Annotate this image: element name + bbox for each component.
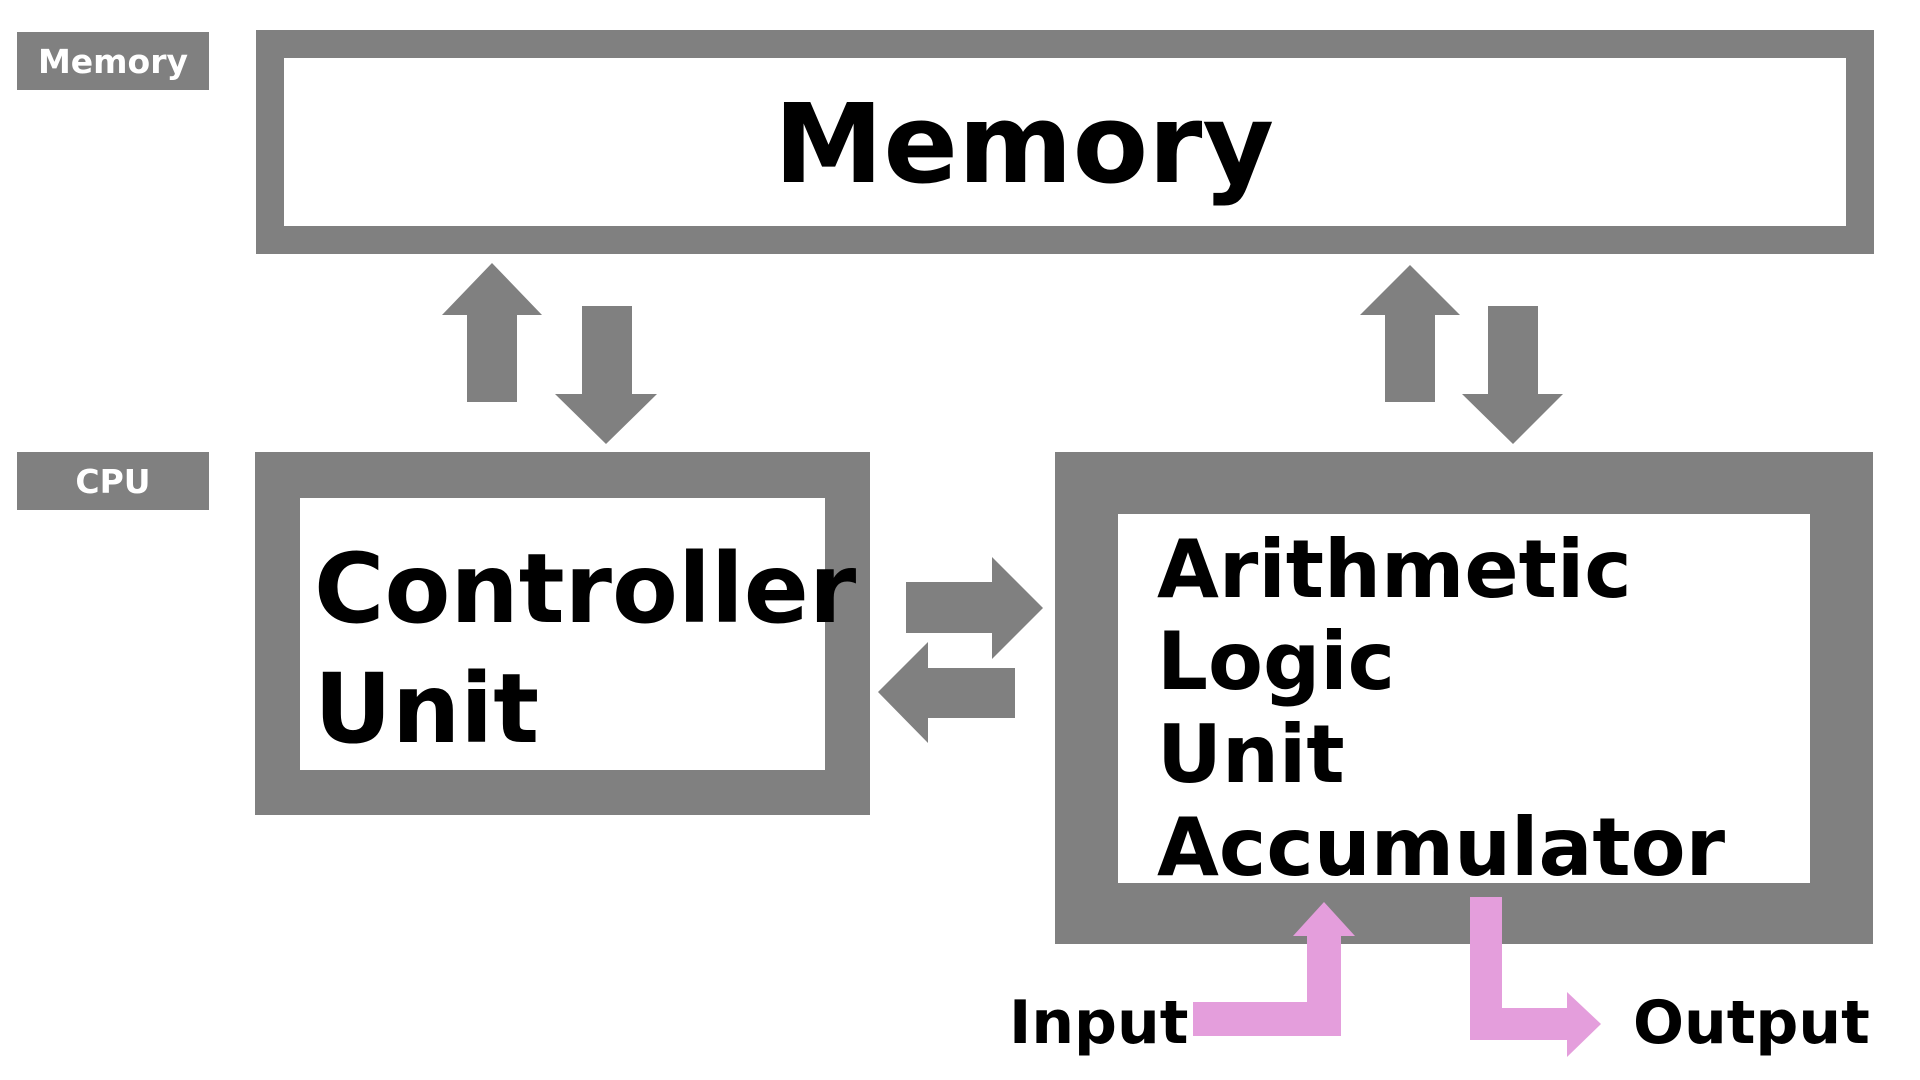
memory-to-alu-arrow <box>1462 306 1563 444</box>
alu-line2: Logic <box>1157 615 1395 708</box>
cpu-side-label: CPU <box>17 452 209 510</box>
controller-unit-line2: Unit <box>314 653 539 765</box>
alu-to-controller-arrow <box>878 642 1015 743</box>
controller-to-memory-arrow <box>442 263 542 402</box>
memory-side-label: Memory <box>17 32 209 90</box>
memory-to-controller-arrow <box>555 306 657 444</box>
controller-to-alu-arrow <box>906 557 1043 659</box>
alu-line4: Accumulator <box>1157 801 1726 894</box>
memory-box: Memory <box>256 30 1874 254</box>
input-arrow <box>1193 902 1355 1036</box>
memory-side-label-text: Memory <box>38 42 188 81</box>
controller-unit-box: Controller Unit <box>255 452 870 815</box>
memory-title: Memory <box>774 80 1274 208</box>
alu-line1: Arithmetic <box>1157 523 1632 616</box>
input-label: Input <box>1009 988 1188 1058</box>
output-label: Output <box>1633 988 1870 1058</box>
alu-box: Arithmetic Logic Unit Accumulator <box>1055 452 1873 944</box>
output-arrow <box>1470 897 1601 1057</box>
alu-line3: Unit <box>1157 708 1345 801</box>
alu-to-memory-arrow <box>1360 265 1460 402</box>
controller-unit-line1: Controller <box>314 533 857 645</box>
cpu-side-label-text: CPU <box>75 462 150 501</box>
